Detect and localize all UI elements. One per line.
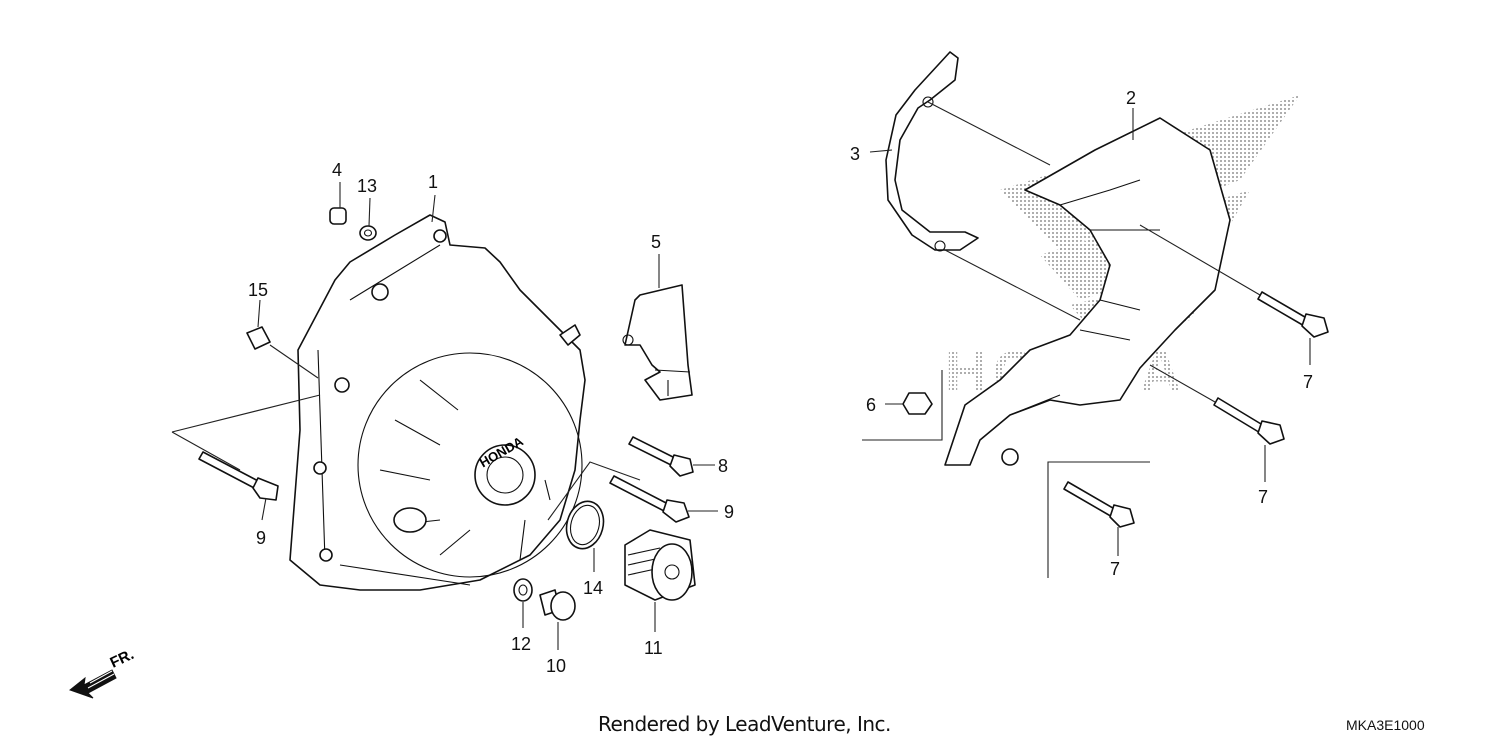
part-11-cap — [624, 529, 696, 601]
part-7-bolt-a — [1257, 291, 1329, 338]
part-3-guide — [885, 51, 979, 252]
part-13-washer — [359, 225, 377, 241]
callout-5: 5 — [651, 232, 661, 252]
callout-3: 3 — [850, 144, 860, 164]
part-15-dowel-pin — [246, 326, 271, 350]
diagram-code: MKA3E1000 — [1346, 717, 1425, 733]
callout-15: 15 — [248, 280, 268, 300]
callout-9b: 9 — [724, 502, 734, 522]
part-14-o-ring — [565, 500, 605, 550]
part-1-left-crankcase-cover: HONDA — [289, 214, 586, 591]
callout-7c: 7 — [1110, 559, 1120, 579]
callout-14: 14 — [583, 578, 603, 598]
callout-12: 12 — [511, 634, 531, 654]
part-7-bolt-c — [1063, 481, 1135, 528]
callout-1: 1 — [428, 172, 438, 192]
part-9-bolt-left — [198, 451, 279, 501]
part-9-bolt-right — [609, 475, 690, 523]
part-4-collar — [329, 207, 347, 225]
part-6-nut — [902, 392, 933, 415]
callout-13: 13 — [357, 176, 377, 196]
part-2-sprocket-cover — [944, 117, 1231, 466]
credit-text: Rendered by LeadVenture, Inc. — [598, 712, 891, 736]
callout-11: 11 — [644, 638, 663, 658]
part-10-plug — [539, 589, 576, 621]
callout-6: 6 — [866, 395, 876, 415]
callout-8: 8 — [718, 456, 728, 476]
callout-4: 4 — [332, 160, 342, 180]
part-7-bolt-b — [1213, 397, 1285, 445]
part-5-bracket — [622, 284, 693, 401]
front-direction-arrow: FR. — [68, 646, 137, 699]
part-8-bolt — [628, 436, 694, 477]
part-12-washer — [513, 578, 533, 602]
front-direction-label: FR. — [108, 646, 137, 672]
callout-2: 2 — [1126, 88, 1136, 108]
callout-9a: 9 — [256, 528, 266, 548]
callout-labels: 1 2 3 4 5 6 7 7 7 8 9 9 10 11 12 13 14 1… — [248, 88, 1313, 676]
leader-lines — [171, 101, 1311, 650]
callout-7b: 7 — [1258, 487, 1268, 507]
callout-7a: 7 — [1303, 372, 1313, 392]
callout-10: 10 — [546, 656, 566, 676]
